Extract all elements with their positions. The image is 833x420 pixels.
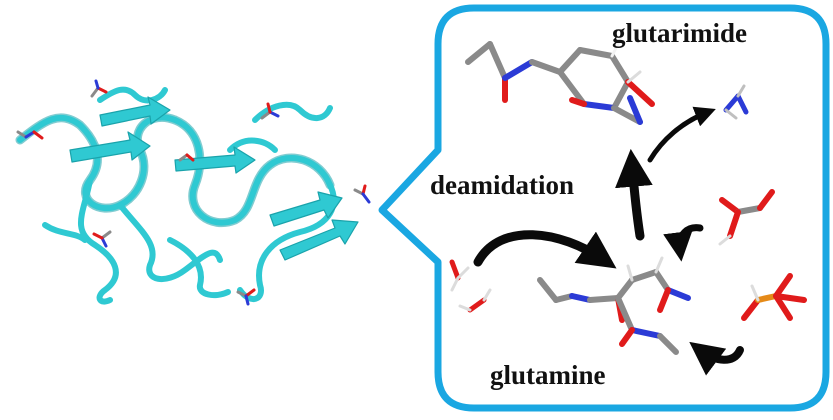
beta-sheet-arrow (99, 96, 171, 127)
arrow-up-deamidation (615, 148, 653, 241)
beta-sheet-arrow (269, 191, 343, 227)
glutarimide-molecule (465, 34, 655, 125)
beta-sheet-arrow (174, 146, 256, 174)
protein-ribbon-structure (15, 86, 359, 305)
beta-sheet-arrow (69, 131, 151, 163)
arrow-phosphate-attack (689, 341, 744, 376)
ribbon-segment (17, 114, 178, 212)
ribbon-segment (167, 237, 231, 299)
water-molecule (449, 259, 470, 292)
ribbon-segment (97, 86, 168, 104)
ammonia-molecule (723, 84, 749, 120)
ribbon-segment (117, 202, 223, 282)
arrow-water-to-glutamine (473, 230, 617, 269)
water-molecule (458, 288, 492, 313)
beta-sheet-arrow (279, 219, 359, 261)
ribbon-segment (78, 177, 119, 305)
arrow-to-ammonia (647, 106, 716, 163)
curved-reaction-arrows (473, 106, 744, 376)
protein-side-chains (16, 79, 371, 306)
label-glutamine: glutamine (490, 360, 606, 390)
label-glutarimide: glutarimide (612, 18, 747, 48)
carbonate-molecule (718, 189, 775, 246)
ribbon-segment (252, 101, 333, 123)
glutamine-molecule (537, 256, 691, 355)
arrow-carbonate-attack (663, 224, 704, 262)
label-deamidation: deamidation (430, 170, 575, 200)
phosphate-molecule (741, 273, 807, 321)
ribbon-segment (42, 222, 88, 243)
